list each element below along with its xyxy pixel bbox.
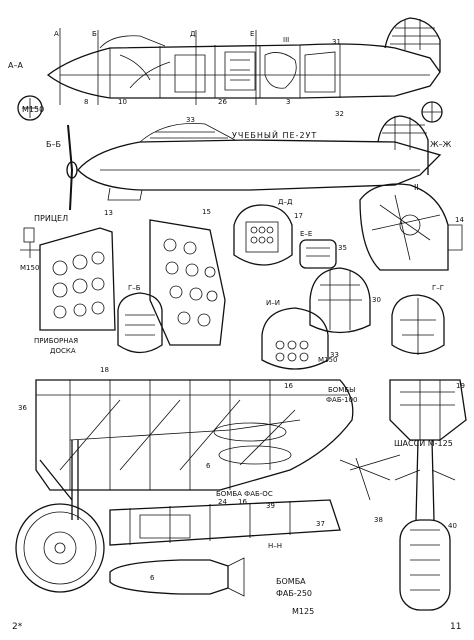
- section-gb-detail: [117, 292, 163, 354]
- mg-label-right: М150: [318, 356, 337, 364]
- callout-39: 39: [266, 502, 275, 510]
- fuselage-side-view-trainer: [66, 115, 442, 211]
- callout-24: 24: [218, 498, 227, 506]
- roman-two-label: II: [414, 183, 419, 192]
- section-gg2-label: Г–Г: [432, 284, 444, 292]
- bombs-fab100-line1: БОМБЫ: [328, 386, 355, 394]
- page-number-left: 2*: [12, 622, 23, 632]
- bombs-fab100-line2: ФАБ-100: [326, 396, 358, 404]
- callout-30: 30: [372, 296, 381, 304]
- turret-detail-middle: [309, 267, 371, 334]
- callout-16b: 16: [238, 498, 247, 506]
- callout-33: 33: [186, 116, 195, 124]
- section-aa-label: А–А: [8, 61, 23, 70]
- trainer-title: УЧЕБНЫЙ ПЕ-2УТ: [232, 129, 317, 140]
- callout-38: 38: [374, 516, 383, 524]
- callout-32: 32: [335, 110, 344, 118]
- callout-8: 8: [84, 98, 88, 106]
- section-letter-b: Б: [92, 30, 97, 38]
- bomb-bay-bottom: [109, 499, 341, 597]
- bomb-fab250-line1: БОМБА: [276, 577, 306, 586]
- section-ee-label: Е–Е: [300, 230, 312, 238]
- chassis-gear-right: [339, 379, 467, 611]
- callout-3: 3: [286, 98, 290, 106]
- instrument-panel-right: [149, 219, 226, 346]
- chassis-label: ШАССИ М-125: [394, 439, 453, 448]
- section-dd-detail: [233, 204, 293, 266]
- callout-10: 10: [118, 98, 127, 106]
- panel-label-line1: ПРИБОРНАЯ: [34, 337, 78, 345]
- callout-33b: 33: [330, 351, 339, 359]
- callout-16: 16: [284, 382, 293, 390]
- turret-detail-right: [359, 183, 463, 271]
- callout-40: 40: [448, 522, 457, 530]
- section-letter-e: Е: [250, 30, 254, 38]
- section-nn-label: Н–Н: [268, 542, 282, 550]
- bomb-fab250-line2: ФАБ-250: [276, 589, 312, 598]
- roman-marker: III: [283, 36, 289, 44]
- panel-label-line2: ДОСКА: [50, 347, 76, 355]
- section-bb-label: Б–Б: [46, 140, 61, 149]
- callout-26: 26: [218, 98, 227, 106]
- gunsight-drawing: [20, 227, 40, 258]
- callout-18: 18: [100, 366, 109, 374]
- mg-label-left: М150: [20, 264, 39, 272]
- callout-31: 31: [332, 38, 341, 46]
- callout-37: 37: [316, 520, 325, 528]
- section-ii-label: И–И: [266, 299, 280, 307]
- callout-6: 6: [206, 462, 211, 470]
- scale-label-bottom: М125: [292, 607, 314, 616]
- callout-17: 17: [294, 212, 303, 220]
- callout-13: 13: [104, 209, 113, 217]
- callout-6b: 6: [150, 574, 155, 582]
- mg-label-top: М150: [22, 105, 44, 114]
- instrument-panel-left: [39, 227, 116, 331]
- section-aa-detail: [17, 95, 43, 121]
- section-ii-detail: [261, 307, 329, 370]
- callout-14: 14: [455, 216, 464, 224]
- main-landing-gear: [15, 440, 105, 593]
- section-ee-detail: [299, 239, 337, 269]
- section-zhzh-label: Ж–Ж: [430, 140, 452, 149]
- callout-15: 15: [202, 208, 211, 216]
- section-gb-label: Г–Б: [128, 284, 141, 292]
- section-dd-label: Д–Д: [278, 198, 293, 206]
- bomb-fab-os-label: БОМБА ФАБ-ОС: [216, 490, 273, 498]
- fuselage-side-view-top: [46, 17, 441, 105]
- callout-36: 36: [18, 404, 27, 412]
- gunsight-label: ПРИЦЕЛ: [34, 214, 68, 223]
- section-gg2-detail: [391, 294, 445, 355]
- callout-19: 19: [456, 382, 465, 390]
- section-letter-a: А: [54, 30, 59, 38]
- nacelle-cutaway: [35, 379, 354, 491]
- page-number-right: 11: [450, 622, 462, 632]
- detail-zh-small: [421, 101, 443, 123]
- section-letter-d: Д: [190, 30, 196, 38]
- callout-35: 35: [338, 244, 347, 252]
